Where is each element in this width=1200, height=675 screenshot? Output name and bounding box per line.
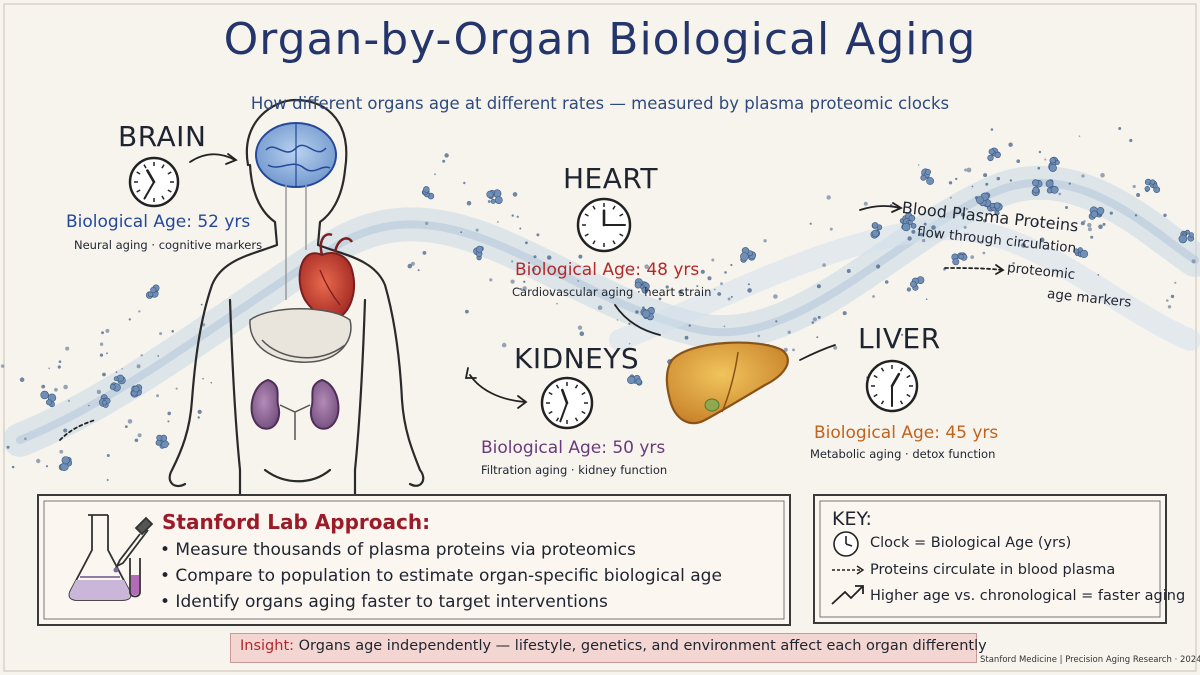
liver-description: Metabolic aging · detox function: [810, 447, 996, 461]
brain-clock-icon: [128, 156, 180, 208]
key-trend-up-arrow-icon: [831, 585, 864, 605]
approach-title: Stanford Lab Approach:: [162, 510, 431, 534]
footer-credit: Stanford Medicine | Precision Aging Rese…: [980, 655, 1200, 665]
heart-biological-age: Biological Age: 48 yrs: [515, 260, 700, 280]
approach-bullet-3: • Identify organs aging faster to target…: [160, 592, 608, 612]
kidneys-description: Filtration aging · kidney function: [481, 463, 668, 477]
abdomen-organs-sketch: [249, 308, 352, 363]
key-dotted-arrow-icon: [832, 565, 865, 575]
brain-organ: [255, 122, 337, 188]
approach-bullet-2: • Compare to population to estimate orga…: [160, 566, 722, 586]
protein-particles: [0, 127, 1196, 481]
key-item-trend-up: Higher age vs. chronological = faster ag…: [870, 588, 1186, 604]
key-clock-icon: [833, 531, 859, 557]
brain-title: BRAIN: [118, 120, 207, 153]
heart-clock-icon: [576, 197, 632, 253]
key-item-dotted-arrow: Proteins circulate in blood plasma: [870, 562, 1116, 578]
key-panel: [813, 494, 1167, 624]
connector-arrows: [59, 153, 1005, 441]
key-item-clock: Clock = Biological Age (yrs): [870, 535, 1072, 551]
liver-organ: [665, 341, 789, 425]
key-title: KEY:: [832, 508, 872, 530]
clock-group: [128, 156, 919, 430]
kidneys-title: KIDNEYS: [514, 342, 640, 375]
heart-description: Cardiovascular aging · heart strain: [512, 285, 712, 299]
test-tube-icon: [129, 558, 141, 598]
insight-lead: Insight:: [240, 638, 295, 654]
brain-biological-age: Biological Age: 52 yrs: [66, 212, 251, 232]
liver-title: LIVER: [858, 322, 941, 355]
approach-panel: [37, 494, 791, 626]
kidneys-biological-age: Biological Age: 50 yrs: [481, 438, 666, 458]
human-body-outline: [168, 98, 425, 497]
brain-description: Neural aging · cognitive markers: [74, 238, 263, 252]
key-panel-inner: [819, 500, 1161, 618]
kidneys-organ: [250, 378, 340, 440]
spine-line: [285, 185, 307, 300]
kidneys-clock-icon: [540, 376, 594, 430]
approach-bullet-1: • Measure thousands of plasma proteins v…: [160, 540, 636, 560]
heart-title: HEART: [563, 162, 658, 195]
page-title: Organ-by-Organ Biological Aging: [223, 14, 977, 65]
approach-panel-inner: [43, 500, 785, 620]
liver-biological-age: Biological Age: 45 yrs: [814, 423, 999, 443]
dropper-icon: [113, 516, 154, 573]
page-subtitle: How different organs age at different ra…: [250, 94, 950, 113]
insight-banner: [230, 633, 977, 663]
liver-clock-icon: [865, 359, 919, 413]
insight-text: Insight: Organs age independently — life…: [240, 638, 987, 654]
insight-body: Organs age independently — lifestyle, ge…: [294, 638, 987, 654]
